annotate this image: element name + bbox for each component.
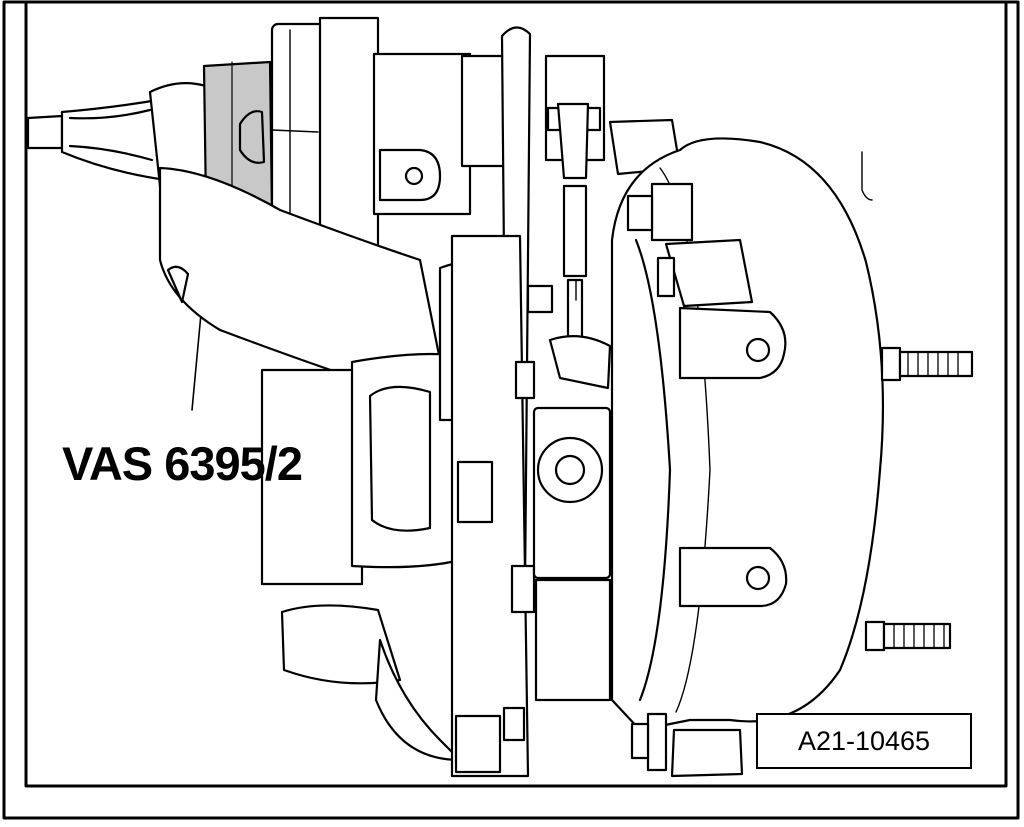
central-flange: [450, 234, 536, 778]
wastegate-actuator-canister: [608, 118, 885, 732]
tool-callout-label: VAS 6395/2: [62, 437, 303, 490]
figure-number: A21-10465: [797, 725, 931, 756]
mounting-studs: [864, 346, 974, 652]
vas-adapter-tool: [202, 60, 274, 216]
compressor-housing: [158, 166, 502, 762]
wastegate-rod: [526, 102, 612, 390]
bearing-block: [532, 406, 612, 702]
fastener-nuts: [626, 182, 744, 778]
figure-number-box: A21-10465: [756, 713, 972, 769]
